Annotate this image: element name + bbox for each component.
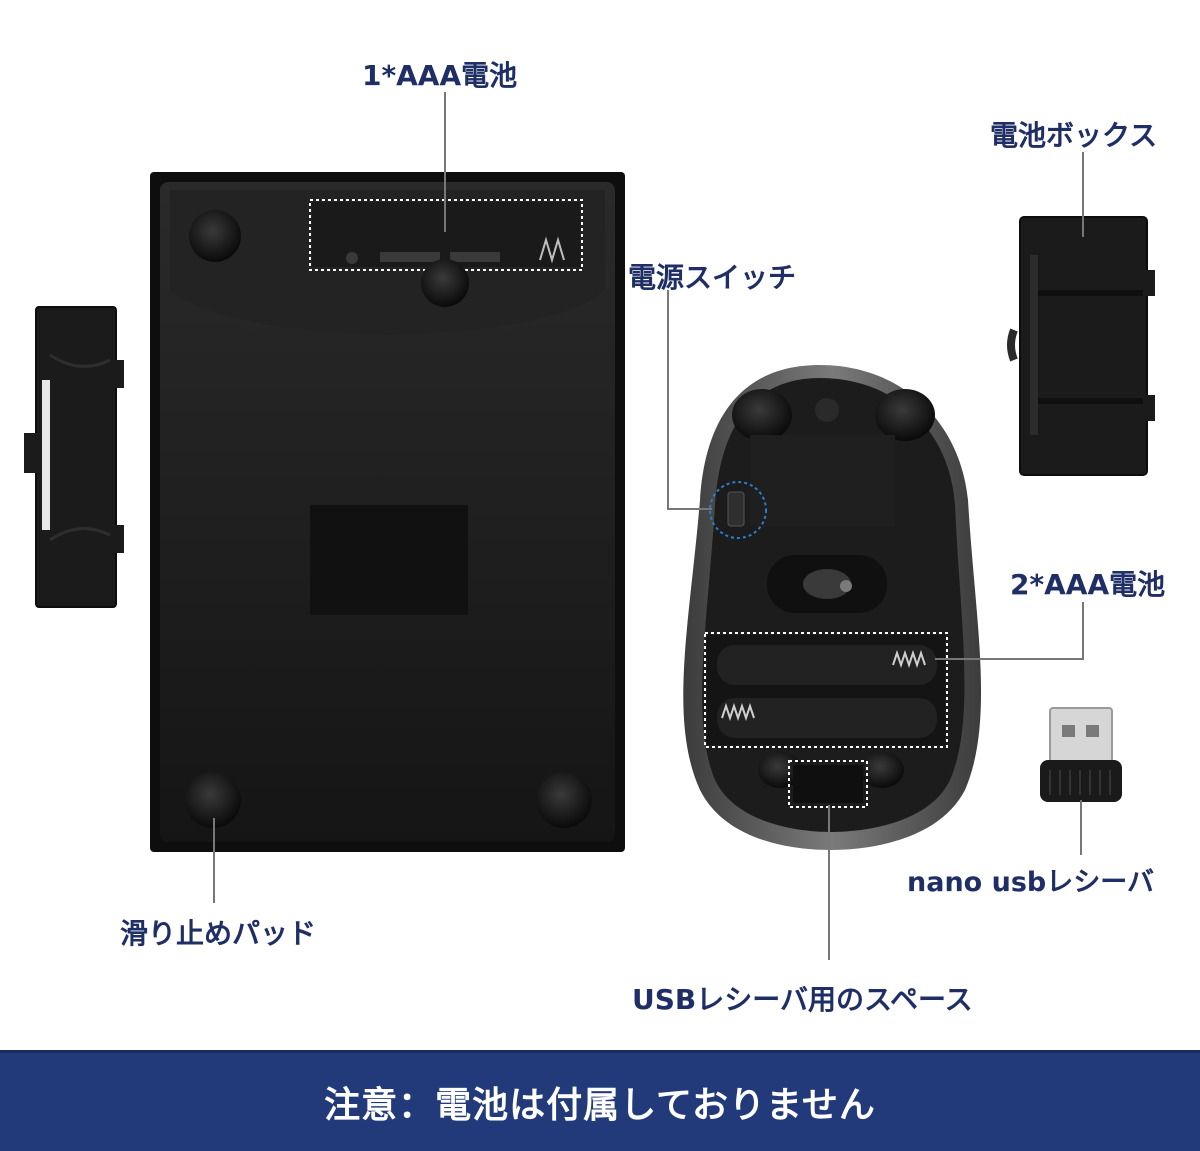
- leader-line-2aaa-v: [1082, 602, 1084, 660]
- battery-box: [1007, 216, 1155, 476]
- polarity-marks: [346, 236, 565, 264]
- anti-slip-pad-top-left: [189, 210, 241, 262]
- mouse-bottom: [683, 365, 982, 850]
- label-usb-receiver-space: USBレシーバ用のスペース: [632, 983, 973, 1016]
- power-switch-highlight: [709, 481, 767, 539]
- nano-usb-receiver: [1040, 707, 1122, 802]
- label-battery-box: 電池ボックス: [990, 119, 1158, 152]
- label-nano-receiver: nano usbレシーバ: [907, 867, 1154, 898]
- notice-text: 注意：電池は付属しておりません: [324, 1085, 876, 1126]
- product-illustration: [24, 172, 1155, 852]
- label-1aaa-battery: 1*AAA電池: [362, 59, 518, 92]
- leader-line-battery-box: [1082, 152, 1084, 237]
- side-battery-cover: [24, 306, 124, 608]
- anti-slip-pad-bottom-right: [536, 772, 592, 828]
- leader-line-1aaa: [444, 92, 446, 232]
- leader-line-2aaa-h: [935, 658, 1084, 660]
- leader-line-usb-space: [828, 805, 830, 960]
- leader-line-pad: [213, 818, 215, 903]
- keypad-bottom: [150, 172, 625, 852]
- label-power-switch: 電源スイッチ: [628, 261, 797, 294]
- label-2aaa-battery: 2*AAA電池: [1010, 568, 1166, 601]
- leader-line-power-switch-h: [667, 508, 712, 510]
- notice-banner: 注意：電池は付属しておりません: [0, 1050, 1200, 1151]
- label-anti-slip-pad: 滑り止めパッド: [120, 917, 317, 950]
- power-switch: [727, 491, 745, 527]
- leader-line-power-switch-v: [667, 290, 669, 510]
- leader-line-receiver: [1080, 800, 1082, 855]
- battery-compartment-2aaa: [704, 632, 948, 748]
- anti-slip-pad-bottom-left: [185, 772, 241, 828]
